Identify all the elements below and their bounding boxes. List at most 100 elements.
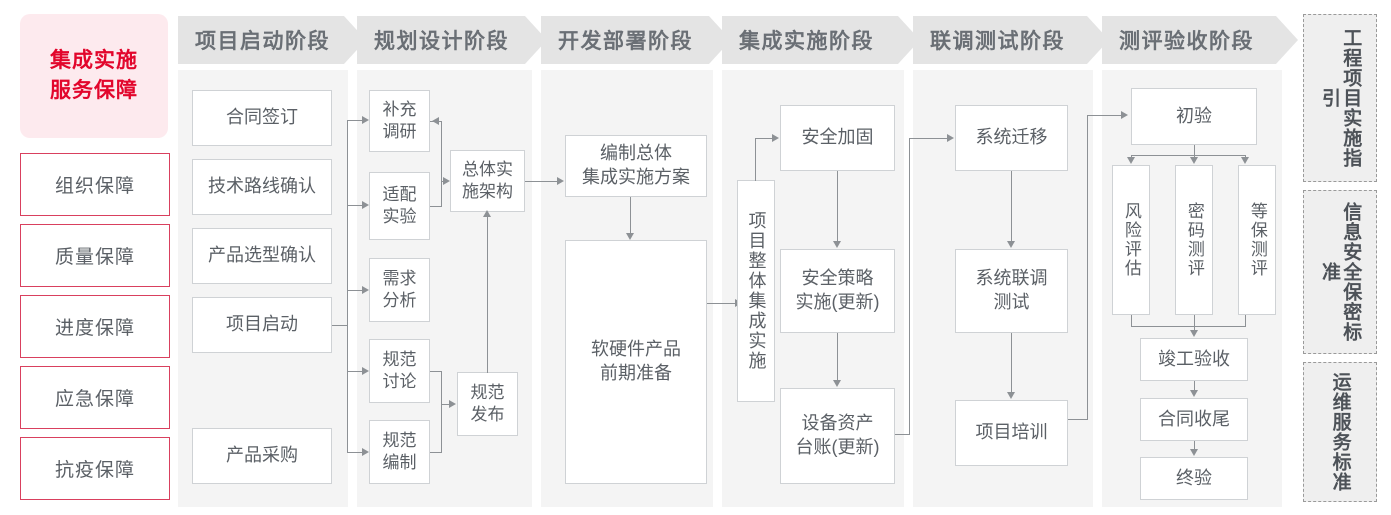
arrowhead-to-spec-discuss (362, 367, 369, 375)
node-label-line2: 讨论 (382, 372, 417, 391)
stage-header-integration[interactable]: 集成实施阶段 (722, 16, 920, 64)
node-label: 产品选型确认 (208, 245, 316, 266)
connector-policy-to-ledger (837, 333, 839, 381)
sidebar-item-schedule[interactable]: 进度保障 (20, 295, 170, 358)
connector-mlps-down (1245, 315, 1247, 327)
sidebar-item-quality[interactable]: 质量保障 (20, 224, 170, 287)
node-spec-release[interactable]: 规范发布 (457, 372, 518, 436)
node-requirement-analysis[interactable]: 需求分析 (369, 258, 430, 322)
node-overall-architecture[interactable]: 总体实施架构 (450, 150, 525, 212)
node-label: 竣工验收 (1158, 348, 1230, 369)
connector-adapt-right (430, 206, 442, 208)
arrowhead-to-spec-release (449, 400, 456, 408)
stage-header-label: 测评验收阶段 (1119, 30, 1254, 53)
node-final-acceptance[interactable]: 终验 (1140, 457, 1248, 500)
node-label-line1: 软硬件产品 (591, 339, 681, 360)
connector-kickoff-out (332, 325, 348, 327)
node-label-line1: 适配 (382, 184, 417, 204)
node-label: 合同收尾 (1158, 408, 1230, 429)
lead-title-card: 集成实施 服务保障 (20, 14, 168, 138)
node-label-line1: 编制总体 (600, 143, 672, 164)
connector-ledger-right (895, 434, 910, 436)
connector-training-right (1068, 419, 1088, 421)
node-label-line2: 分析 (382, 291, 417, 310)
connector-to-initial-acceptance (1087, 115, 1121, 117)
connector-to-spec-draft (347, 452, 362, 454)
standards-panel-engineering[interactable]: 工程项目实施指引 (1303, 14, 1377, 182)
connector-to-spec-discuss (347, 371, 362, 373)
connector-merge-specrelease (441, 371, 443, 453)
standards-panel-operations[interactable]: 运维服务标准 (1303, 362, 1377, 502)
node-system-migration[interactable]: 系统迁移 (955, 105, 1068, 171)
sidebar-item-label: 质量保障 (54, 247, 135, 268)
stage-header-joint-test[interactable]: 联调测试阶段 (913, 16, 1109, 64)
node-security-policy-update[interactable]: 安全策略实施(更新) (780, 249, 895, 333)
node-adaptation-test[interactable]: 适配实验 (369, 172, 430, 240)
arrowhead-up-architecture (483, 210, 491, 217)
connector-jointtest-to-training (1011, 333, 1013, 393)
node-product-procurement[interactable]: 产品采购 (192, 428, 332, 484)
node-label-line1: 规范 (470, 382, 505, 402)
node-label-line2: 台账(更新) (795, 437, 880, 457)
connector-to-migration (909, 138, 947, 140)
node-supplementary-research[interactable]: 补充调研 (369, 90, 430, 152)
sidebar-item-emergency[interactable]: 应急保障 (20, 366, 170, 429)
node-hw-sw-preparation[interactable]: 软硬件产品前期准备 (565, 240, 707, 484)
lead-title-line2: 服务保障 (50, 79, 138, 102)
node-label: 产品采购 (226, 445, 298, 466)
node-completion-acceptance[interactable]: 竣工验收 (1140, 338, 1248, 381)
connector-to-supplement (347, 120, 362, 122)
sidebar-item-label: 组织保障 (54, 176, 135, 197)
node-tech-route-confirm[interactable]: 技术路线确认 (192, 159, 332, 215)
node-overall-integration-plan[interactable]: 编制总体集成实施方案 (565, 135, 707, 197)
stage-header-label: 项目启动阶段 (195, 30, 330, 53)
arrowhead-to-plan (557, 177, 564, 185)
node-label-line2: 实验 (382, 207, 417, 226)
arrowhead-to-supplement (362, 116, 369, 124)
arrowhead-to-ledger (833, 380, 841, 387)
connector-prep-to-integration (707, 303, 735, 305)
node-label: 密码测评 (1184, 202, 1204, 278)
node-label-line1: 安全策略 (801, 268, 874, 289)
arrowhead-to-prep (626, 233, 634, 240)
connector-integration-to-hardening (755, 138, 772, 140)
sidebar-item-organization[interactable]: 组织保障 (20, 153, 170, 216)
node-asset-ledger-update[interactable]: 设备资产台账(更新) (780, 388, 895, 484)
node-label: 终验 (1176, 467, 1212, 488)
connector-merge-arch (441, 121, 443, 207)
arrowhead-to-hardening (772, 134, 779, 142)
node-initial-acceptance[interactable]: 初验 (1131, 88, 1257, 145)
node-system-joint-test[interactable]: 系统联调测试 (955, 249, 1068, 333)
node-product-selection[interactable]: 产品选型确认 (192, 228, 332, 284)
node-label: 系统迁移 (975, 127, 1048, 148)
connector-training-up (1087, 115, 1089, 420)
node-risk-assessment[interactable]: 风险评估 (1112, 165, 1150, 315)
node-label: 技术路线确认 (208, 176, 316, 197)
node-spec-drafting[interactable]: 规范编制 (369, 420, 430, 484)
node-crypto-evaluation[interactable]: 密码测评 (1175, 165, 1213, 315)
sidebar-item-epidemic[interactable]: 抗疫保障 (20, 437, 170, 500)
node-security-hardening[interactable]: 安全加固 (780, 105, 895, 171)
node-label-line1: 规范 (382, 349, 417, 369)
stage-header-planning[interactable]: 规划设计阶段 (357, 16, 547, 64)
standards-panel-security[interactable]: 信息安全保密标准 (1303, 190, 1377, 354)
stage-header-develop[interactable]: 开发部署阶段 (541, 16, 731, 64)
node-spec-discussion[interactable]: 规范讨论 (369, 339, 430, 403)
node-label-line1: 补充 (382, 99, 417, 119)
node-contract-closeout[interactable]: 合同收尾 (1140, 398, 1248, 441)
node-project-overall-integration[interactable]: 项目整体集成实施 (737, 180, 775, 402)
node-project-training[interactable]: 项目培训 (955, 400, 1068, 466)
node-mlps-evaluation[interactable]: 等保测评 (1238, 165, 1276, 315)
arrowhead-to-jointtest (1007, 241, 1015, 248)
stage-header-acceptance[interactable]: 测评验收阶段 (1102, 16, 1298, 64)
stage-header-label: 集成实施阶段 (739, 30, 874, 53)
node-project-kickoff[interactable]: 项目启动 (192, 297, 332, 353)
connector-specdraft-right (430, 452, 442, 454)
stage-header-startup[interactable]: 项目启动阶段 (178, 16, 366, 64)
arrowhead-to-migration (947, 134, 954, 142)
node-contract-signing[interactable]: 合同签订 (192, 90, 332, 146)
connector-merge-specrelease-out (441, 404, 449, 406)
node-label-line1: 设备资产 (801, 413, 874, 434)
connector-integration-up (755, 138, 757, 181)
node-label-line2: 集成实施方案 (582, 167, 690, 187)
